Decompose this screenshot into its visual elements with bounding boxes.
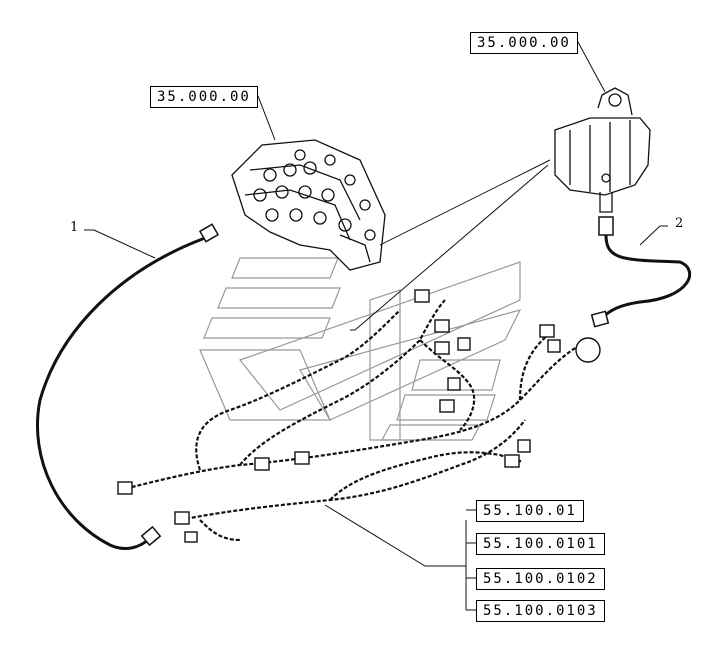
- ref-box-harness-3: 55.100.0102: [476, 568, 605, 590]
- control-valve-right: [554, 87, 651, 213]
- ref-box-harness-4: 55.100.0103: [476, 600, 605, 622]
- cable-item-2: [590, 216, 691, 328]
- harness-connectors: [117, 289, 601, 543]
- leader-lines: [84, 41, 668, 611]
- ref-box-valve-right: 35.000.00: [470, 32, 578, 54]
- cable-item-1: [35, 223, 220, 550]
- control-valve-left: [231, 139, 386, 271]
- ref-box-harness-1: 55.100.01: [476, 500, 584, 522]
- callout-item-2: 2: [675, 216, 684, 231]
- ref-box-harness-2: 55.100.0101: [476, 533, 605, 555]
- ref-box-valve-left: 35.000.00: [150, 86, 258, 108]
- callout-item-1: 1: [70, 220, 79, 235]
